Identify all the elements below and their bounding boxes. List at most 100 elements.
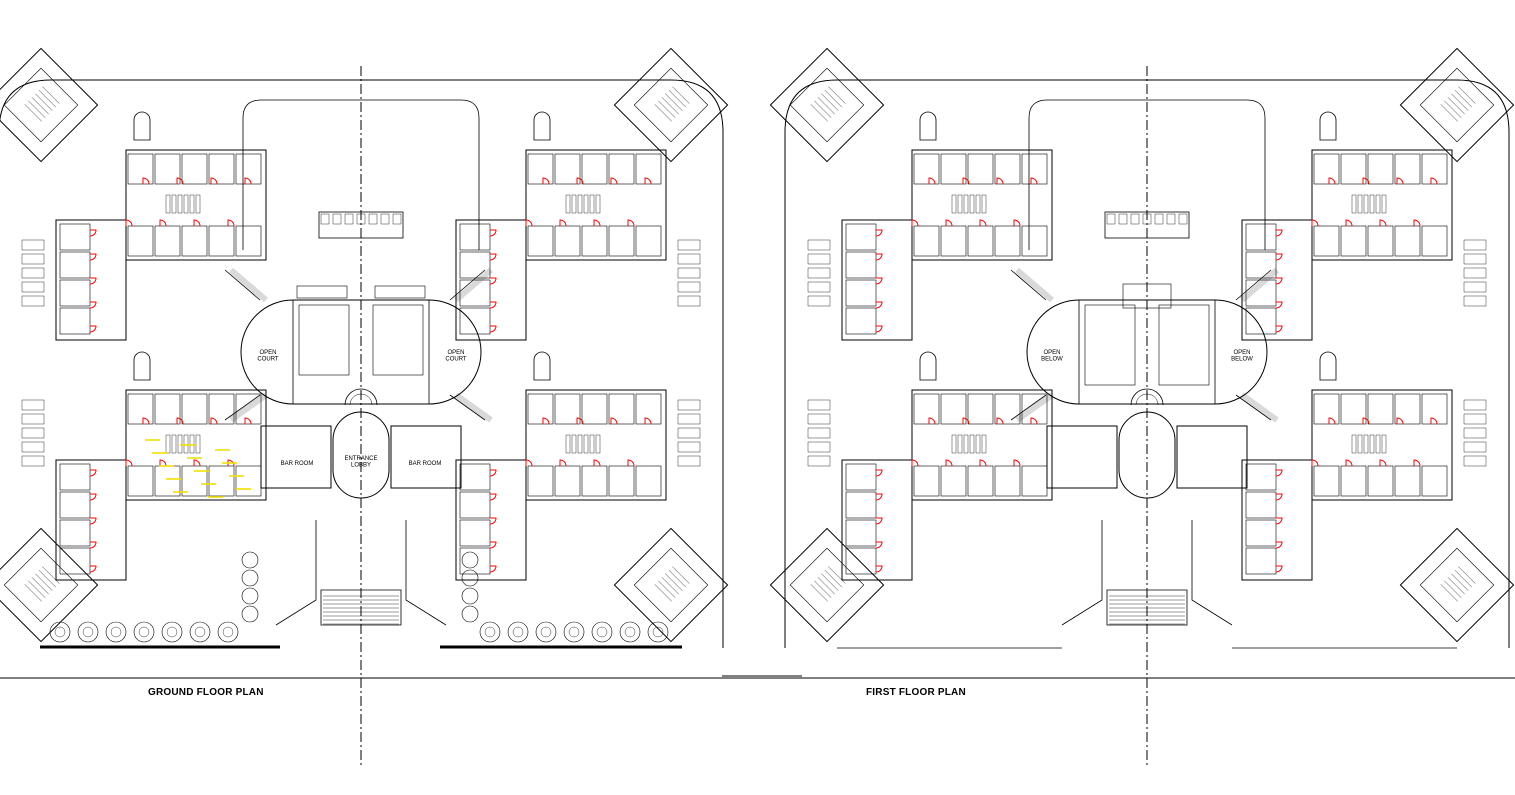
- door-swing: [1275, 277, 1283, 285]
- parking-bay: [677, 441, 701, 453]
- parking-bay: [677, 239, 701, 251]
- room: [1367, 465, 1394, 497]
- stair-tread: [38, 570, 56, 588]
- tree: [535, 621, 557, 643]
- door-swing: [1430, 177, 1438, 185]
- parking-bay: [1463, 399, 1487, 411]
- door-swing: [979, 219, 987, 227]
- stair-tread: [654, 584, 672, 602]
- parking-bay: [1463, 413, 1487, 425]
- room: [1367, 153, 1394, 185]
- door-swing: [489, 325, 497, 333]
- room: [554, 393, 581, 425]
- door-swing: [89, 253, 97, 261]
- fixture: [171, 434, 177, 454]
- stair-tread: [1444, 100, 1462, 118]
- door-swing: [1013, 219, 1021, 227]
- corner-pavilion: [769, 527, 885, 643]
- room: [1421, 153, 1448, 185]
- tree-core: [484, 626, 496, 638]
- door-swing: [142, 417, 150, 425]
- fixture: [171, 194, 177, 214]
- top-hall-room: [332, 213, 342, 225]
- central-court: [1026, 299, 1268, 405]
- stair-tread: [35, 93, 53, 111]
- fixture: [583, 434, 589, 454]
- tree: [461, 605, 479, 623]
- door-swing: [1311, 459, 1319, 467]
- room: [208, 225, 235, 257]
- door-swing: [875, 253, 883, 261]
- room: [635, 153, 662, 185]
- door-swing: [911, 459, 919, 467]
- fixture: [1363, 434, 1369, 454]
- room: [296, 285, 348, 299]
- room: [459, 463, 491, 491]
- door-swing: [176, 417, 184, 425]
- parking-bay: [807, 427, 831, 439]
- tree: [507, 621, 529, 643]
- tree-core: [596, 626, 608, 638]
- door-swing: [489, 565, 497, 573]
- tree: [461, 569, 479, 587]
- tree: [619, 621, 641, 643]
- room: [1245, 547, 1277, 575]
- room: [581, 225, 608, 257]
- wing-core: [911, 149, 1053, 261]
- door-swing: [1275, 229, 1283, 237]
- room: [208, 393, 235, 425]
- room: [1421, 393, 1448, 425]
- wing-side: [1241, 459, 1313, 581]
- stair-tread: [665, 573, 683, 591]
- room: [1421, 225, 1448, 257]
- ground-floor-plan: [0, 47, 729, 649]
- connector-edge: [1235, 269, 1272, 301]
- top-hall-room: [1178, 213, 1188, 225]
- door-swing: [962, 177, 970, 185]
- service-road: [242, 99, 480, 250]
- parking-bay: [1463, 441, 1487, 453]
- wing-core: [1311, 389, 1453, 501]
- fixture: [183, 434, 189, 454]
- tree: [241, 605, 259, 623]
- central-block: [292, 299, 430, 405]
- wing-block: [769, 47, 1053, 341]
- stair-tread: [814, 580, 832, 598]
- wing-side: [841, 219, 913, 341]
- fixture: [1351, 434, 1357, 454]
- door-swing: [1430, 417, 1438, 425]
- stair-tread: [814, 100, 832, 118]
- room: [59, 519, 91, 547]
- room: [154, 393, 181, 425]
- room: [59, 251, 91, 279]
- room: [1421, 465, 1448, 497]
- door-swing: [875, 541, 883, 549]
- corner-pavilion-inner: [1419, 67, 1495, 143]
- fixture: [165, 194, 171, 214]
- door-swing: [125, 459, 133, 467]
- curved-stair: [344, 388, 378, 406]
- tree: [563, 621, 585, 643]
- stair-tread: [817, 97, 835, 115]
- wing-side: [55, 219, 127, 341]
- room: [913, 153, 940, 185]
- door-swing: [542, 177, 550, 185]
- room: [845, 223, 877, 251]
- stair-tread: [31, 97, 49, 115]
- fixture: [1369, 434, 1375, 454]
- stair-tread: [824, 570, 842, 588]
- door-swing: [1413, 219, 1421, 227]
- fixture: [577, 194, 583, 214]
- corner-pavilion-inner: [3, 67, 79, 143]
- corner-pavilion-inner: [633, 67, 709, 143]
- parking-bay: [677, 399, 701, 411]
- room: [181, 225, 208, 257]
- room: [459, 307, 491, 335]
- door-swing: [525, 459, 533, 467]
- room: [845, 519, 877, 547]
- room: [527, 225, 554, 257]
- fixture: [189, 194, 195, 214]
- connector: [1015, 267, 1054, 303]
- curved-stair: [1130, 388, 1164, 406]
